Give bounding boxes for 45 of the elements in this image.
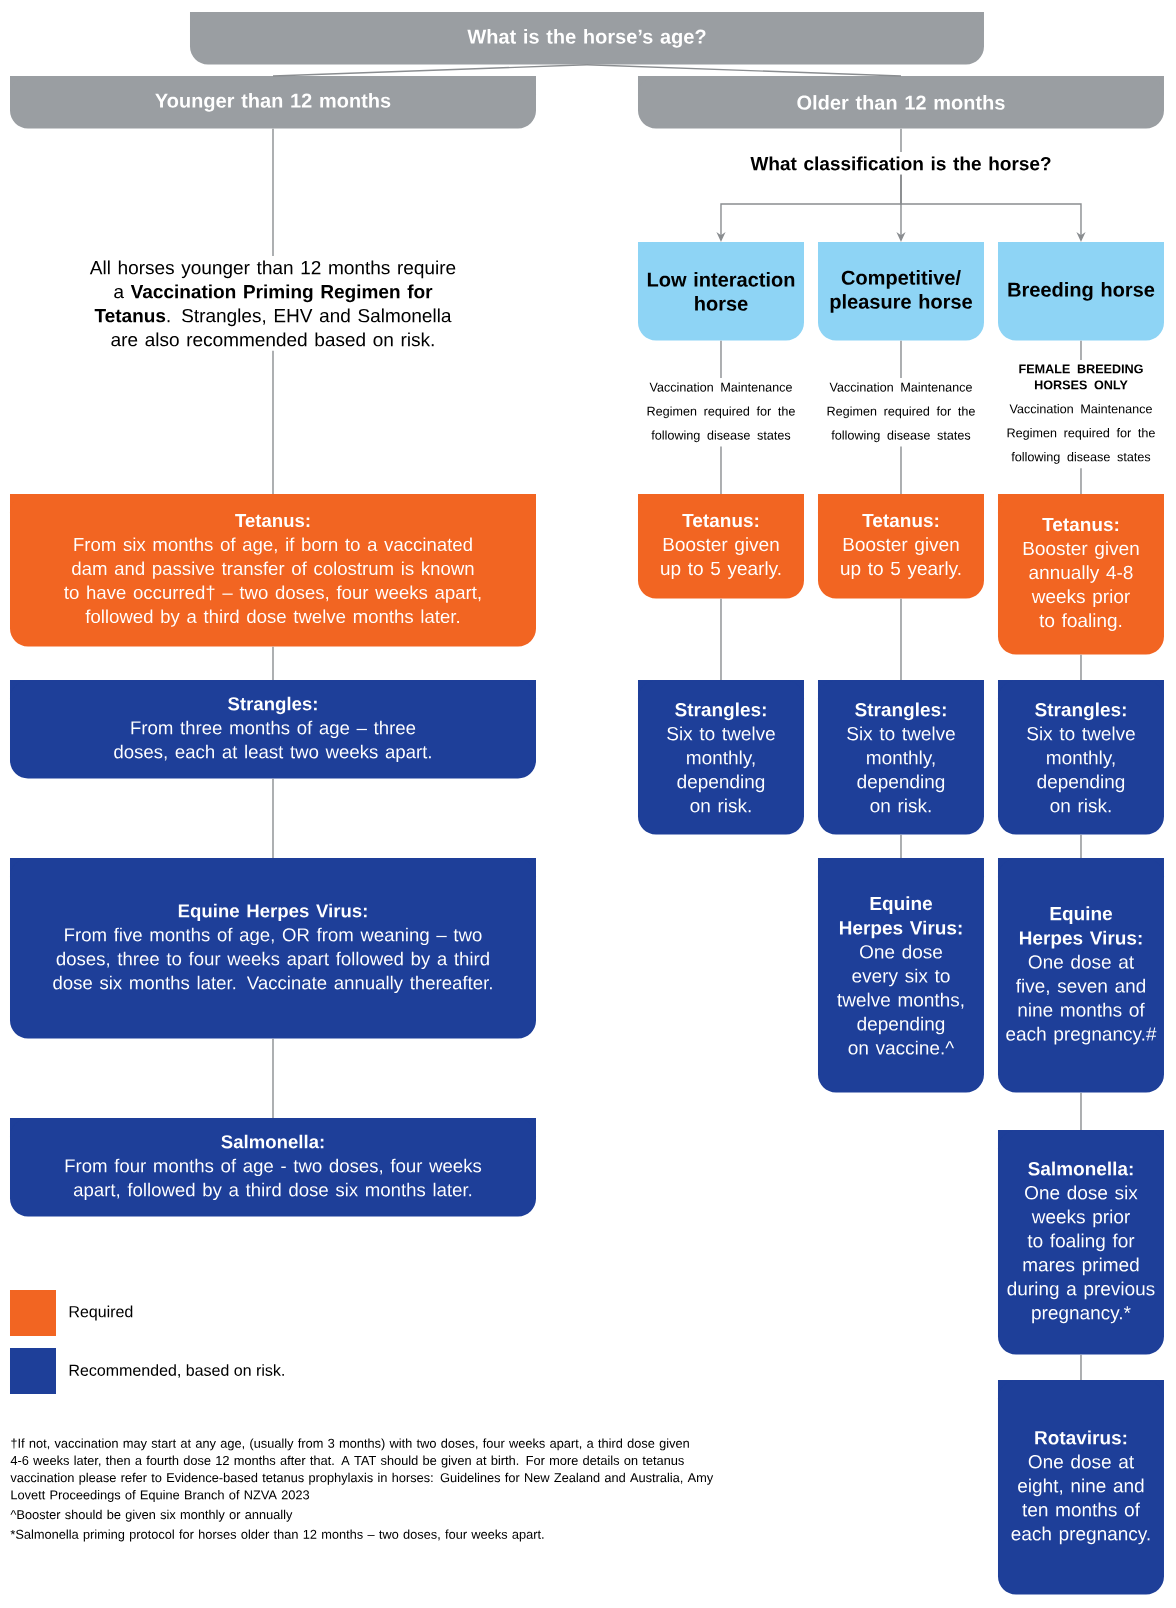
recommended-box: Equine Herpes Virus: From five months of age, OR from weaning – two doses, three to four weeks apart followed by a third dose six months later. Vaccinate annually thereafter. xyxy=(10,858,536,1039)
category-box: Breeding horse xyxy=(998,242,1164,341)
question-banner: Older than 12 months xyxy=(638,76,1164,129)
question-banner: Younger than 12 months xyxy=(10,76,536,129)
legend-label: Recommended, based on risk. xyxy=(69,1364,284,1378)
connector-line xyxy=(900,340,902,379)
connector-line xyxy=(1080,654,1082,681)
question-text: What classification is the horse? xyxy=(750,156,1051,171)
connector-line xyxy=(272,646,274,681)
connector-line xyxy=(900,128,902,153)
connector-line xyxy=(900,445,902,495)
recommended-box: Strangles: From three months of age – three doses, each at least two weeks apart. xyxy=(10,680,536,779)
connector-line xyxy=(1080,467,1082,495)
connector-line xyxy=(586,64,902,77)
connector-line xyxy=(1080,834,1082,859)
category-box: Low interaction horse xyxy=(638,242,804,341)
connector-line xyxy=(272,350,274,495)
connector-line xyxy=(272,778,274,859)
connector-line xyxy=(272,1038,274,1119)
recommended-box: Equine Herpes Virus: One dose every six to twelve months, depending on vaccine.^ xyxy=(818,858,984,1093)
connector-line xyxy=(720,445,722,495)
recommended-box: Strangles: Six to twelve monthly, depending on risk. xyxy=(998,680,1164,835)
connector-line xyxy=(1080,340,1082,361)
connector-line xyxy=(720,340,722,379)
connector-line xyxy=(720,598,722,681)
recommended-box: Salmonella: One dose six weeks prior to foaling for mares primed during a previous pregnancy.* xyxy=(998,1130,1164,1355)
connector-line xyxy=(1080,1092,1082,1131)
required-box: Tetanus: Booster given up to 5 yearly. xyxy=(818,494,984,599)
recommended-box: Strangles: Six to twelve monthly, depending on risk. xyxy=(638,680,804,835)
recommended-box: Rotavirus: One dose at eight, nine and ten months of each pregnancy. xyxy=(998,1380,1164,1595)
category-box: Competitive/ pleasure horse xyxy=(818,242,984,341)
required-box: Tetanus: From six months of age, if born to a vaccinated dam and passive transfer of colostrum is known to have occurred† – two doses, four weeks apart, followed by a third dose twelve months later. xyxy=(10,494,536,647)
connector-line xyxy=(1080,1354,1082,1381)
recommended-box: Strangles: Six to twelve monthly, depending on risk. xyxy=(818,680,984,835)
connector-line xyxy=(272,128,274,257)
intro-text: All horses younger than 12 months require a Vaccination Priming Regimen for Tetanus. Strangles, EHV and Salmonella are also recommended based on risk. xyxy=(89,260,456,347)
connector-line xyxy=(900,598,902,681)
required-box: Tetanus: Booster given annually 4-8 weeks prior to foaling. xyxy=(998,494,1164,655)
legend-label: Required xyxy=(69,1305,133,1321)
question-banner: What is the horse’s age? xyxy=(190,12,984,65)
connector-line xyxy=(272,64,588,77)
recommended-box: Equine Herpes Virus: One dose at five, seven and nine months of each pregnancy.# xyxy=(998,858,1164,1093)
recommended-box: Salmonella: From four months of age - two doses, four weeks apart, followed by a third dose six months later. xyxy=(10,1118,536,1217)
required-box: Tetanus: Booster given up to 5 yearly. xyxy=(638,494,804,599)
connector-line xyxy=(900,834,902,859)
